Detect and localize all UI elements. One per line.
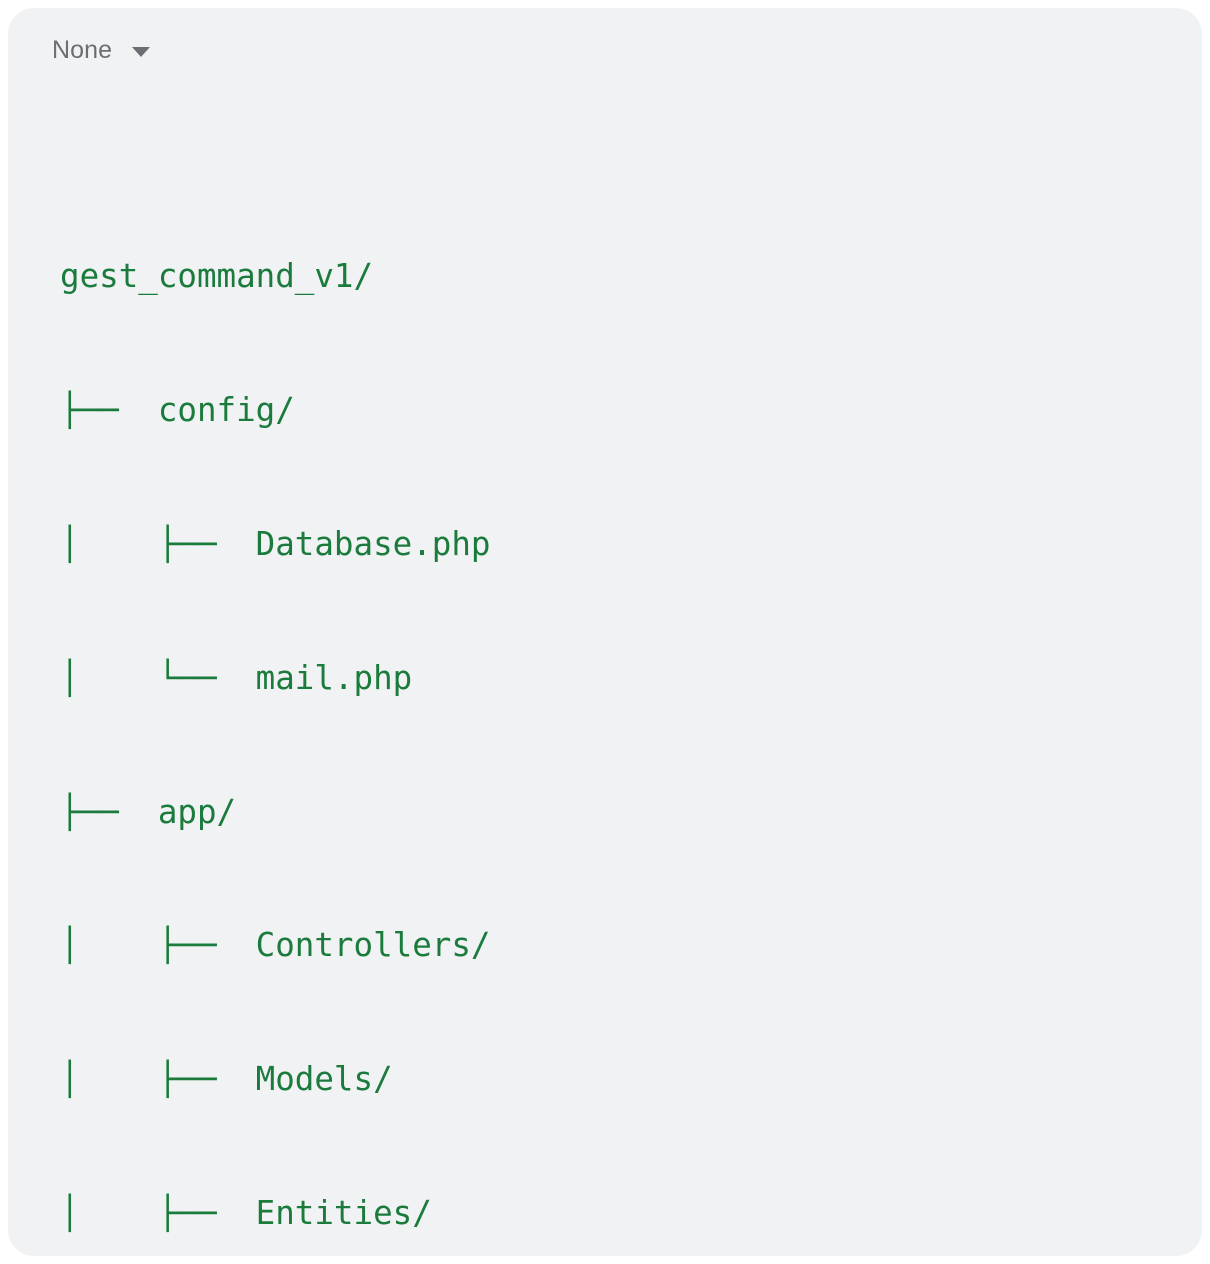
language-selector-label[interactable]: None — [52, 35, 113, 64]
tree-line: │ ├── Controllers/ — [60, 926, 491, 965]
directory-tree-block: gest_command_v1/ ├── config/ │ ├── Datab… — [60, 165, 1182, 1256]
tree-line: gest_command_v1/ — [60, 257, 374, 296]
tree-line: │ ├── Models/ — [60, 1060, 393, 1099]
chevron-down-icon[interactable] — [132, 46, 151, 57]
code-block-header: None — [52, 28, 151, 72]
tree-line: ├── config/ — [60, 391, 295, 430]
code-block-panel: None gest_command_v1/ ├── config/ │ ├── … — [8, 8, 1202, 1256]
tree-line: │ └── mail.php — [60, 658, 413, 697]
code-output[interactable]: gest_command_v1/ ├── config/ │ ├── Datab… — [60, 76, 1182, 1256]
tree-line: ├── app/ — [60, 792, 237, 831]
tree-line: │ ├── Entities/ — [60, 1193, 432, 1232]
tree-line: │ ├── Database.php — [60, 524, 491, 563]
